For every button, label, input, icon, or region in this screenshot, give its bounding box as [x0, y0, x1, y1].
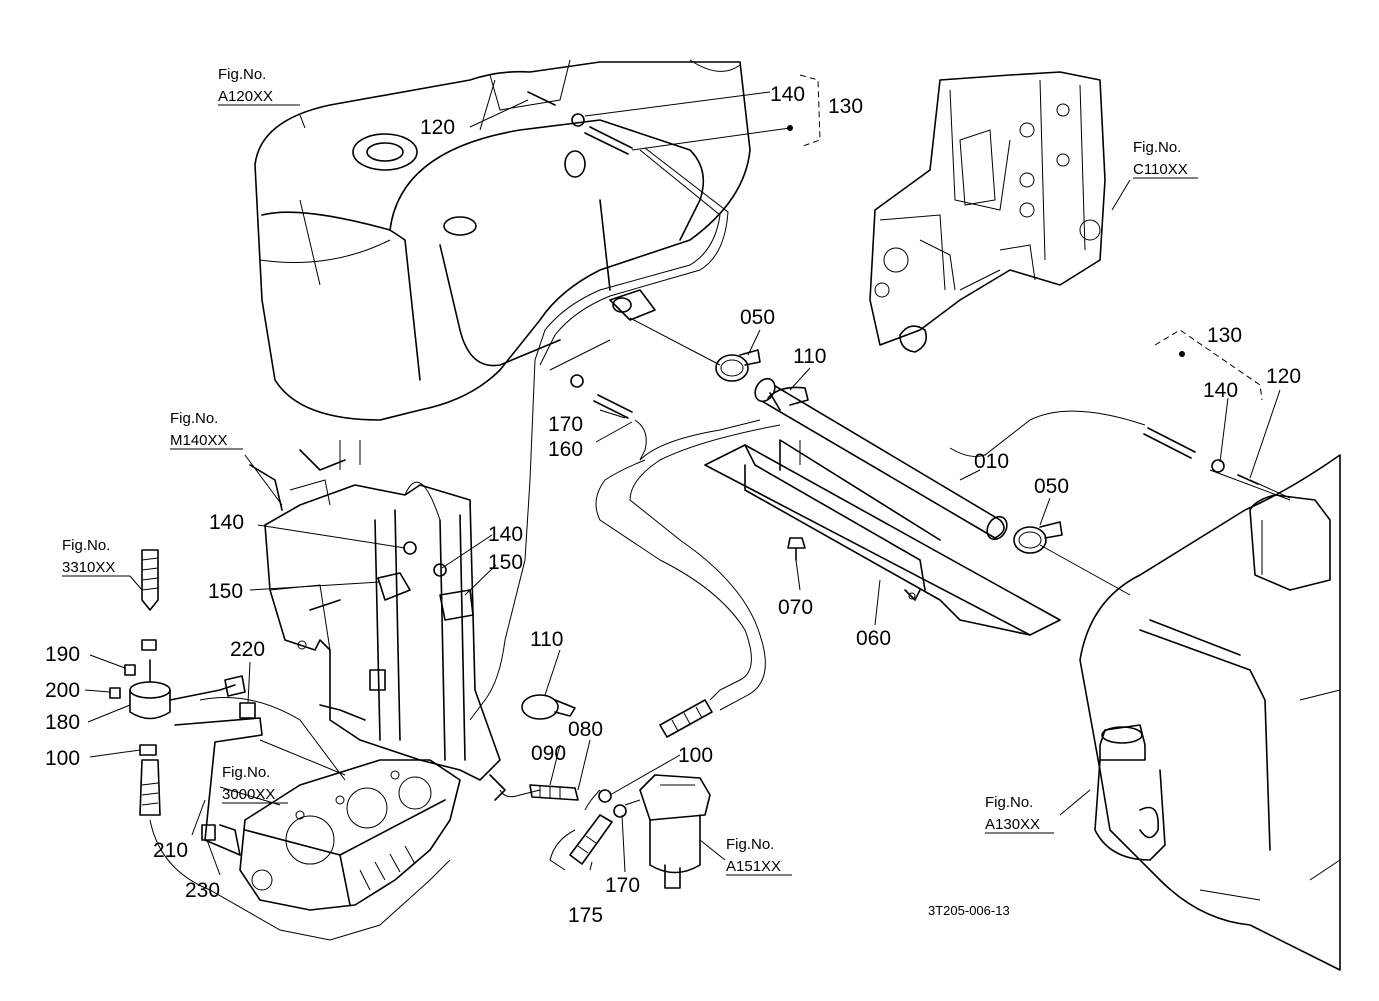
fig-ref-code: A120XX	[218, 88, 273, 105]
part-100[interactable]: 100	[678, 744, 713, 767]
frame-m140	[249, 440, 506, 801]
fig-ref-code: 3000XX	[222, 786, 275, 803]
fig-ref-c110[interactable]: Fig.No. C110XX	[1133, 139, 1198, 179]
part-140[interactable]: 140	[770, 83, 805, 106]
fig-ref-m140[interactable]: Fig.No. M140XX	[170, 410, 243, 450]
fig-ref-label: Fig.No.	[1133, 139, 1181, 156]
transmission-c110	[869, 71, 1106, 353]
fig-ref-code: C110XX	[1133, 161, 1188, 178]
part-150[interactable]: 150	[488, 551, 523, 574]
part-170[interactable]: 170	[605, 874, 640, 897]
fig-ref-label: Fig.No.	[62, 537, 110, 554]
part-175[interactable]: 175	[568, 904, 603, 927]
fig-ref-label: Fig.No.	[726, 836, 774, 853]
part-050[interactable]: 050	[740, 306, 775, 329]
pipe-010	[754, 377, 1008, 541]
part-120[interactable]: 120	[1266, 365, 1301, 388]
part-230[interactable]: 230	[185, 879, 220, 902]
part-160[interactable]: 160	[548, 438, 583, 461]
fuel-tank-a120	[254, 59, 751, 421]
fig-ref-code: A151XX	[726, 858, 781, 875]
part-010[interactable]: 010	[974, 450, 1009, 473]
part-140[interactable]: 140	[1203, 379, 1238, 402]
part-190[interactable]: 190	[45, 643, 80, 666]
part-060[interactable]: 060	[856, 627, 891, 650]
part-120[interactable]: 120	[420, 116, 455, 139]
part-090[interactable]: 090	[531, 742, 566, 765]
fuel-tank-a130	[1079, 454, 1341, 971]
fig-ref-3000[interactable]: Fig.No. 3000XX	[222, 764, 288, 804]
part-100[interactable]: 100	[45, 747, 80, 770]
part-070[interactable]: 070	[778, 596, 813, 619]
part-210[interactable]: 210	[153, 839, 188, 862]
fig-ref-a130[interactable]: Fig.No. A130XX	[985, 794, 1054, 834]
fig-ref-code: M140XX	[170, 432, 228, 449]
fig-ref-label: Fig.No.	[222, 764, 270, 781]
leader-lines	[84, 91, 1281, 876]
part-140[interactable]: 140	[209, 511, 244, 534]
clamps	[109, 91, 1259, 865]
part-130[interactable]: 130	[828, 95, 863, 118]
fig-ref-a151[interactable]: Fig.No. A151XX	[726, 836, 792, 876]
fig-ref-label: Fig.No.	[985, 794, 1033, 811]
part-220[interactable]: 220	[230, 638, 265, 661]
fig-ref-label: Fig.No.	[218, 66, 266, 83]
drawing-code: 3T205-006-13	[928, 903, 1010, 918]
part-080[interactable]: 080	[568, 718, 603, 741]
part-110[interactable]: 110	[793, 345, 826, 368]
fuel-lines	[149, 126, 1291, 941]
support-plate-060	[704, 439, 1061, 636]
part-140[interactable]: 140	[488, 523, 523, 546]
part-130[interactable]: 130	[1207, 324, 1242, 347]
engine-block-3000	[239, 759, 461, 911]
part-150[interactable]: 150	[208, 580, 243, 603]
assembly-brackets-130	[787, 74, 1263, 401]
part-110[interactable]: 110	[530, 628, 563, 651]
part-180[interactable]: 180	[45, 711, 80, 734]
fuel-filter-a151	[624, 774, 711, 889]
part-050[interactable]: 050	[1034, 475, 1069, 498]
fig-ref-a120[interactable]: Fig.No. A120XX	[218, 66, 300, 106]
part-numbers: 120 140 130 050 110 130 140 120 010 050 …	[45, 83, 1301, 927]
fig-ref-code: 3310XX	[62, 559, 115, 576]
fig-ref-code: A130XX	[985, 816, 1040, 833]
fig-ref-3310[interactable]: Fig.No. 3310XX	[62, 537, 143, 591]
part-200[interactable]: 200	[45, 679, 80, 702]
fig-ref-label: Fig.No.	[170, 410, 218, 427]
part-170[interactable]: 170	[548, 413, 583, 436]
